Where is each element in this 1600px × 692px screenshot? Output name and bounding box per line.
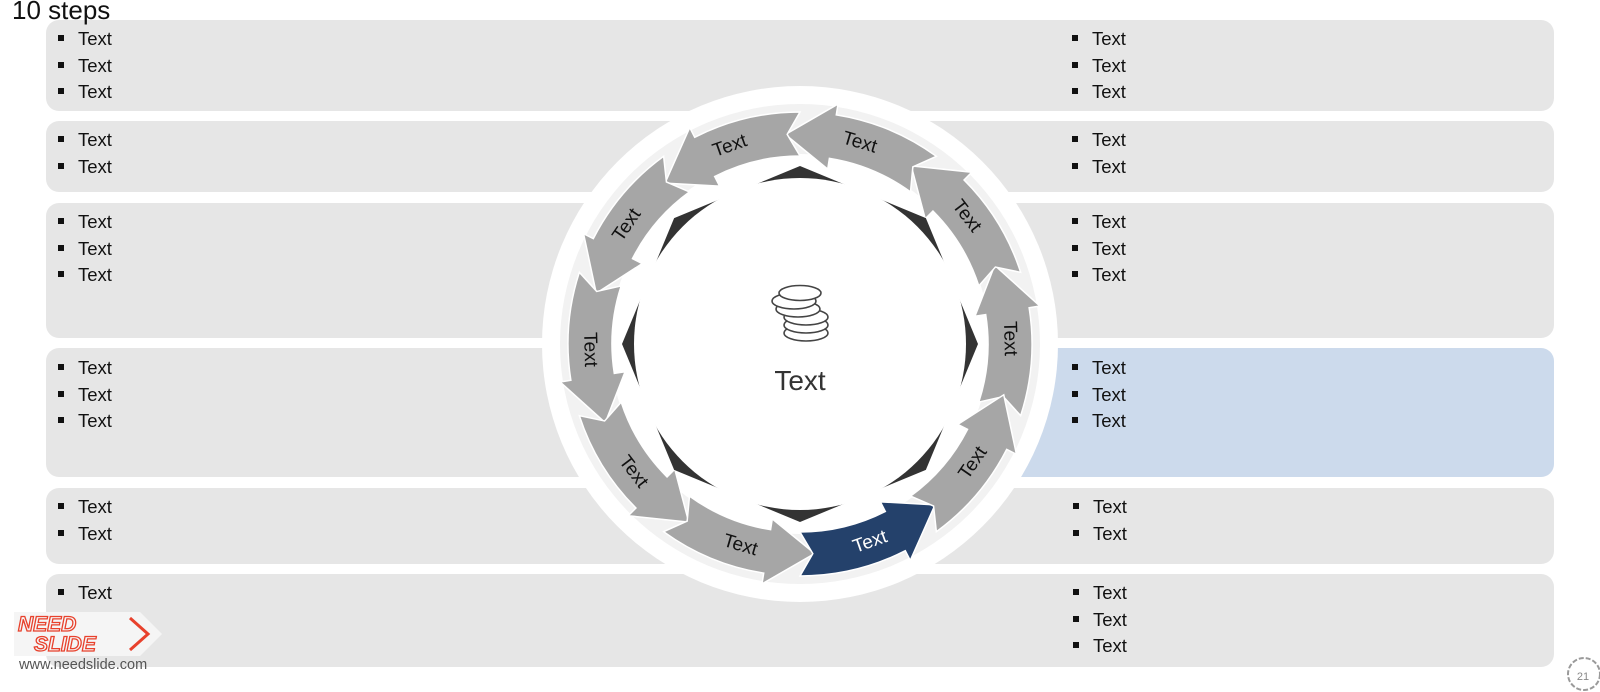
cycle-arrow xyxy=(578,400,690,523)
right-list-3: Text Text Text xyxy=(1070,209,1126,289)
left-list-5: Text Text xyxy=(56,494,112,547)
cycle-arrow xyxy=(662,494,816,586)
top-band-panel xyxy=(46,20,1554,111)
right-list-6: Text Text Text xyxy=(1071,580,1127,660)
left-panel-5 xyxy=(46,488,758,564)
list-item: Text xyxy=(1070,262,1126,289)
list-item: Text xyxy=(56,127,112,154)
cycle-arrow xyxy=(910,165,1022,288)
right-panel-2 xyxy=(842,121,1554,192)
right-list-2: Text Text xyxy=(1070,127,1126,180)
page-number: 21 xyxy=(1577,671,1589,683)
list-item: Text xyxy=(1071,580,1127,607)
list-item: Text xyxy=(56,154,112,181)
coins-stack-icon xyxy=(771,284,829,342)
left-list-4: Text Text Text xyxy=(56,355,112,435)
left-list-3: Text Text Text xyxy=(56,209,112,289)
cycle-arrow xyxy=(558,270,627,424)
list-item: Text xyxy=(1070,408,1126,435)
list-item: Text xyxy=(56,262,112,289)
center-circle xyxy=(634,178,966,510)
list-item: Text xyxy=(56,79,112,106)
left-list-1: Text Text Text xyxy=(56,26,112,106)
page-number-badge: 21 xyxy=(1567,657,1600,691)
list-item: Text xyxy=(1070,154,1126,181)
list-item: Text xyxy=(56,521,112,548)
list-item: Text xyxy=(1071,633,1127,660)
cycle-arrow xyxy=(908,393,1018,534)
cycle-step-label: Text xyxy=(579,332,601,368)
list-item: Text xyxy=(56,494,112,521)
left-list-2: Text Text xyxy=(56,127,112,180)
right-panel-5 xyxy=(842,488,1554,564)
cycle-arrow-active xyxy=(798,500,937,577)
left-panel-2 xyxy=(46,121,758,192)
list-item: Text xyxy=(1070,236,1126,263)
left-list-6: Text xyxy=(56,580,112,607)
cycle-arrows xyxy=(558,102,1042,586)
list-item: Text xyxy=(1070,209,1126,236)
list-item: Text xyxy=(1070,382,1126,409)
list-item: Text xyxy=(56,26,112,53)
list-item: Text xyxy=(1071,494,1127,521)
list-item: Text xyxy=(1070,355,1126,382)
list-item: Text xyxy=(56,209,112,236)
list-item: Text xyxy=(56,355,112,382)
list-item: Text xyxy=(56,408,112,435)
slide-title: 10 steps xyxy=(12,0,111,25)
list-item: Text xyxy=(1070,79,1126,106)
cycle-arrow xyxy=(784,102,938,194)
cycle-arrow xyxy=(582,154,692,295)
bottom-band-panel xyxy=(46,574,1554,667)
cycle-arrow xyxy=(973,264,1042,418)
list-item: Text xyxy=(56,580,112,607)
list-item: Text xyxy=(1070,53,1126,80)
list-item: Text xyxy=(1071,521,1127,548)
list-item: Text xyxy=(56,53,112,80)
logo-url[interactable]: www.needslide.com xyxy=(19,657,148,673)
list-item: Text xyxy=(56,236,112,263)
right-list-1: Text Text Text xyxy=(1070,26,1126,106)
cycle-step-label: Text xyxy=(999,321,1021,357)
right-list-5: Text Text xyxy=(1071,494,1127,547)
list-item: Text xyxy=(56,382,112,409)
center-label: Text xyxy=(774,365,826,396)
list-item: Text xyxy=(1070,127,1126,154)
right-list-4: Text Text Text xyxy=(1070,355,1126,435)
list-item: Text xyxy=(1071,607,1127,634)
list-item: Text xyxy=(1070,26,1126,53)
cycle-arrow xyxy=(663,111,802,188)
needslide-logo[interactable]: NEED SLIDE xyxy=(12,606,164,680)
logo-word-bottom: SLIDE xyxy=(34,633,97,656)
logo-word-top: NEED xyxy=(18,613,76,636)
